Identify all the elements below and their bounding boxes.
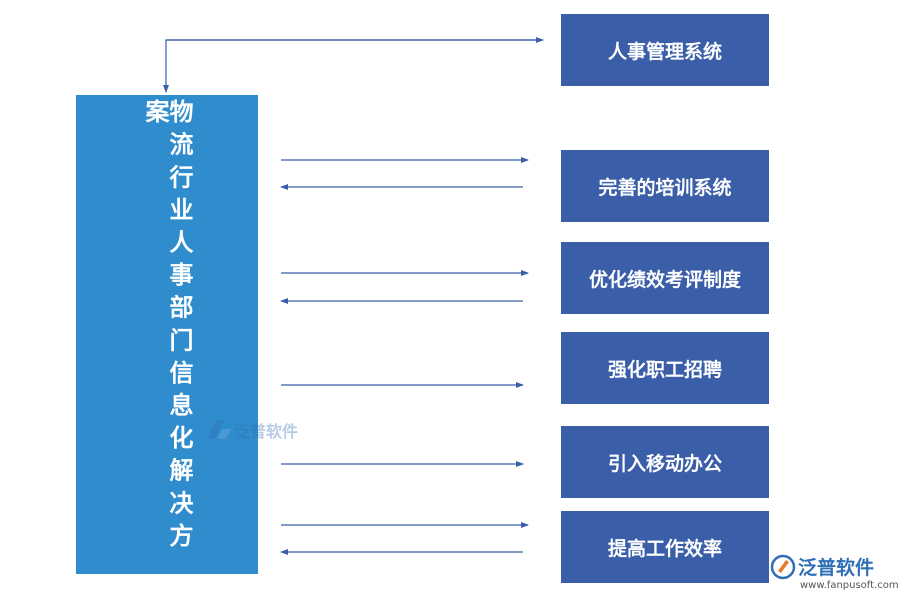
item-box-recruitment: 强化职工招聘 — [561, 332, 769, 404]
watermark-brand-name: 泛普软件 — [798, 557, 875, 579]
logo-icon — [207, 420, 231, 439]
item-label-mobile-office: 引入移动办公 — [607, 452, 722, 475]
item-box-hr-system: 人事管理系统 — [561, 14, 769, 86]
watermark-center: 泛普软件 — [204, 417, 298, 443]
watermark-brand-url: www.fanpusoft.com — [800, 580, 899, 591]
main-topic-box: 物流行业人事部门信息化解决方案 — [76, 95, 258, 574]
item-box-mobile-office: 引入移动办公 — [561, 426, 769, 498]
item-label-recruitment: 强化职工招聘 — [607, 358, 722, 381]
item-label-performance-review: 优化绩效考评制度 — [588, 268, 741, 291]
watermark-corner: 泛普软件 www.fanpusoft.com — [770, 553, 899, 595]
item-box-training-system: 完善的培训系统 — [561, 150, 769, 222]
item-box-performance-review: 优化绩效考评制度 — [561, 242, 769, 314]
arrow-to-main-box — [163, 39, 543, 93]
item-box-efficiency: 提高工作效率 — [561, 511, 769, 583]
item-label-training-system: 完善的培训系统 — [598, 176, 732, 199]
main-topic-title: 物流行业人事部门信息化解决方案 — [141, 99, 193, 556]
watermark-center-text: 泛普软件 — [234, 422, 299, 441]
item-label-hr-system: 人事管理系统 — [607, 40, 722, 63]
brand-logo-icon — [770, 554, 796, 580]
item-label-efficiency: 提高工作效率 — [607, 537, 722, 560]
